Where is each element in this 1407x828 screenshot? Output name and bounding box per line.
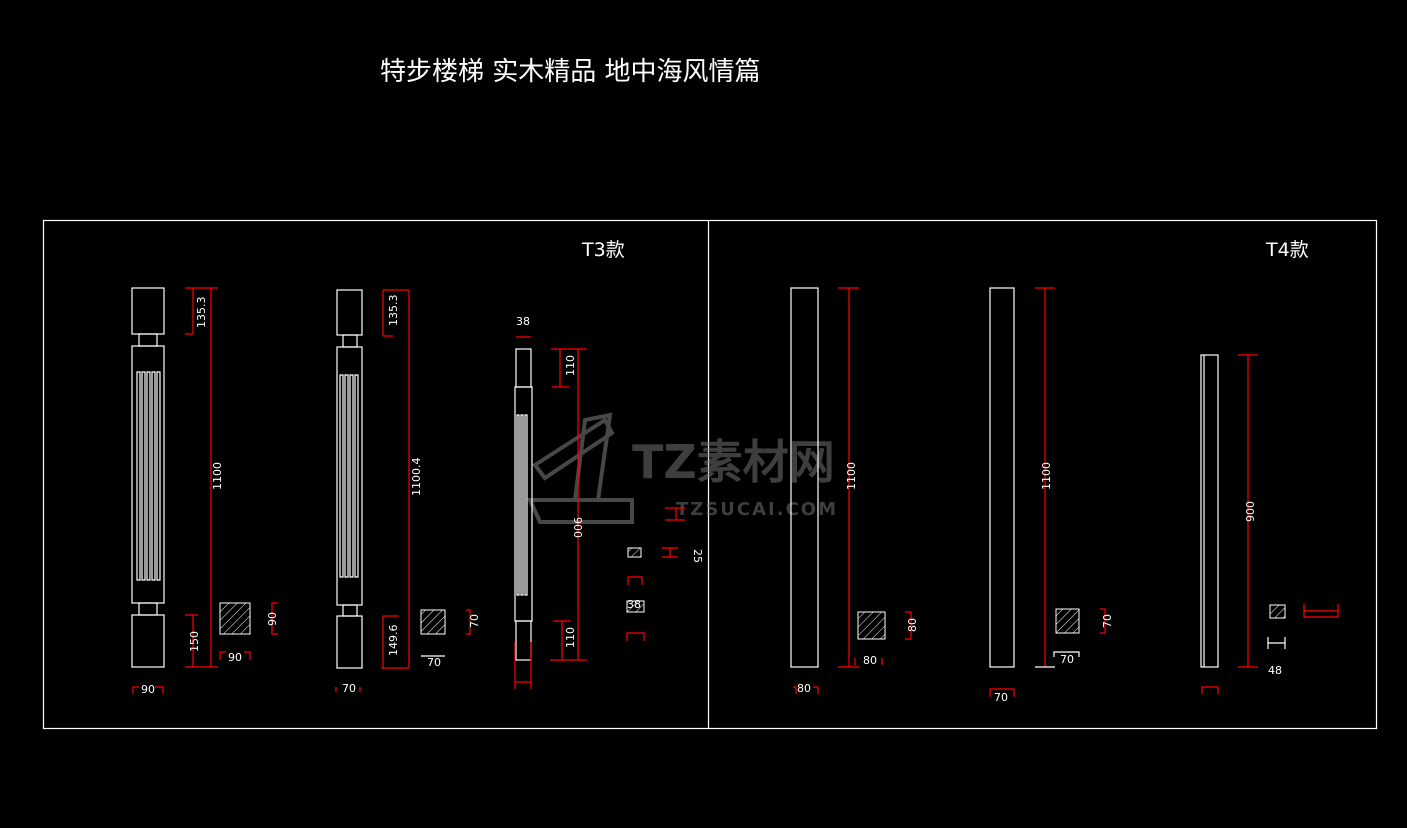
width-dim: 80 bbox=[797, 682, 811, 695]
section-hatch bbox=[1055, 608, 1080, 634]
dim-bottom: 110 bbox=[564, 627, 577, 648]
width-dim: 70 bbox=[342, 682, 356, 695]
dim-total: 1100 bbox=[1040, 462, 1053, 490]
section-width: 90 bbox=[228, 651, 242, 664]
width-dim: 38 bbox=[516, 315, 530, 328]
section-label-t3: T3款 bbox=[581, 239, 625, 261]
section-hatch bbox=[1269, 604, 1286, 619]
watermark-logo-icon bbox=[526, 412, 634, 524]
detail-dim: 25 bbox=[691, 549, 704, 563]
baluster-t4-3: 900 48 bbox=[1200, 354, 1339, 694]
section-height: 90 bbox=[266, 612, 279, 626]
dim-top: 135.3 bbox=[195, 297, 208, 329]
section-label-t4: T4款 bbox=[1265, 239, 1309, 261]
section-width: 48 bbox=[1268, 664, 1282, 677]
dim-total: 1100 bbox=[845, 462, 858, 490]
watermark-brand: TZ素材网 bbox=[632, 435, 835, 489]
dim-total: 900 bbox=[571, 517, 584, 538]
section-width: 70 bbox=[1060, 653, 1074, 666]
width-dim: 90 bbox=[141, 683, 155, 696]
dim-bottom: 149.6 bbox=[387, 625, 400, 657]
drawing-title: 特步楼梯 实木精品 地中海风情篇 bbox=[380, 57, 761, 87]
dim-top: 110 bbox=[564, 355, 577, 376]
baluster-t3-3: 38 110 900 110 38 25 bbox=[514, 315, 704, 689]
section-hatch bbox=[219, 602, 251, 635]
section-hatch bbox=[857, 611, 886, 640]
dim-total: 1100 bbox=[211, 462, 224, 490]
baluster-t4-2: 1100 70 70 70 bbox=[989, 287, 1114, 704]
drawing-frame bbox=[42, 219, 1378, 730]
dim-total: 900 bbox=[1244, 501, 1257, 522]
width-dim: 70 bbox=[994, 691, 1008, 704]
section-height: 70 bbox=[1101, 614, 1114, 628]
baluster-t3-1: 135.3 1100 150 90 90 90 bbox=[131, 287, 279, 696]
dim-bottom: 150 bbox=[188, 631, 201, 652]
watermark-url: TZSUCAI.COM bbox=[676, 499, 838, 520]
detail-small-dim: 38 bbox=[627, 598, 641, 611]
section-hatch bbox=[420, 609, 446, 635]
dim-total: 1100.4 bbox=[410, 458, 423, 497]
baluster-t4-1: 1100 80 80 80 bbox=[790, 287, 919, 695]
watermark: TZ素材网 TZSUCAI.COM bbox=[526, 412, 838, 524]
baluster-t3-2: 135.3 1100.4 149.6 70 70 70 bbox=[335, 289, 481, 695]
section-width: 70 bbox=[427, 656, 441, 669]
section-height: 80 bbox=[906, 618, 919, 632]
section-height: 70 bbox=[468, 614, 481, 628]
dim-top: 135.3 bbox=[387, 295, 400, 327]
section-width: 80 bbox=[863, 654, 877, 667]
